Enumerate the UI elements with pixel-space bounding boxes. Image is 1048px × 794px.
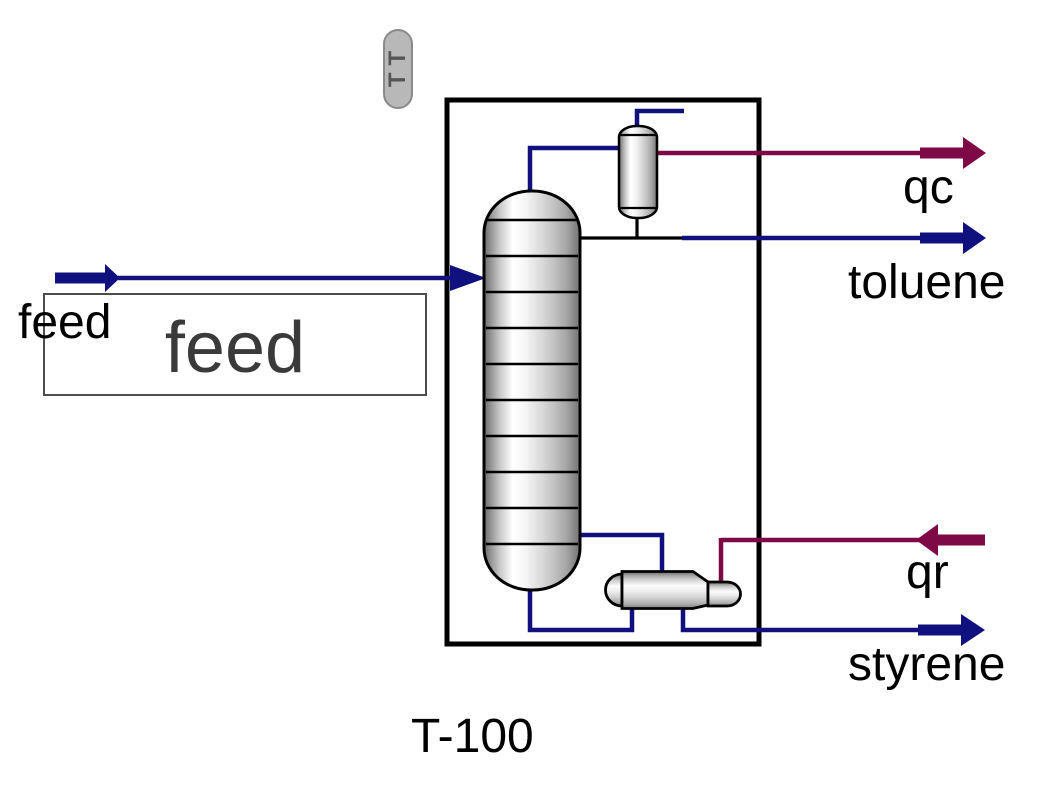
- qc-energy-stream-line[interactable]: [652, 137, 986, 169]
- tt-badge[interactable]: TT: [383, 29, 413, 109]
- styrene-arrowhead: [961, 614, 985, 646]
- reboiler-feed-line[interactable]: [527, 585, 635, 633]
- condenser-vent-line[interactable]: [634, 108, 684, 128]
- qr-arrowhead: [916, 524, 938, 556]
- qc-arrowhead: [963, 137, 986, 169]
- reboiler-nozzle: [706, 580, 742, 608]
- toluene-tail: [920, 232, 965, 244]
- toluene-arrowhead: [963, 222, 986, 254]
- styrene-stream-label[interactable]: styrene: [848, 638, 1006, 691]
- styrene-tail: [918, 624, 963, 636]
- feed-column-arrowhead: [450, 265, 486, 291]
- feed-annotation-text: feed: [164, 308, 306, 388]
- feed-stream-line[interactable]: [55, 264, 486, 292]
- column-subflowsheet-boundary[interactable]: [444, 97, 762, 647]
- reboiler-left-cap: [604, 572, 624, 608]
- qr-tail: [936, 534, 985, 546]
- reboiler-feed-segment: [527, 585, 635, 633]
- distillation-column-icon[interactable]: [482, 189, 582, 592]
- styrene-stream-line[interactable]: [680, 604, 985, 646]
- column-name-label[interactable]: T-100: [411, 710, 534, 763]
- styrene-segment: [680, 604, 920, 633]
- condenser-vent-segment: [634, 108, 684, 128]
- feed-annotation-box[interactable]: feed: [43, 293, 427, 396]
- reboiler-icon[interactable]: [604, 570, 742, 610]
- reboiler-inlet-segment: [578, 532, 665, 574]
- feed-stream-label[interactable]: feed: [18, 296, 112, 349]
- qc-stream-label[interactable]: qc: [903, 161, 954, 214]
- column-shell: [482, 189, 582, 592]
- condenser-icon[interactable]: [617, 124, 659, 220]
- reboiler-body: [620, 570, 710, 610]
- condenser-shell: [617, 124, 659, 220]
- qr-energy-stream-line[interactable]: [718, 524, 985, 585]
- feed-stream-tail: [55, 272, 105, 284]
- qr-stream-label[interactable]: qr: [906, 546, 949, 599]
- toluene-stream-label[interactable]: toluene: [848, 256, 1006, 309]
- overhead-vapour-line[interactable]: [527, 145, 621, 193]
- qc-tail: [920, 147, 965, 159]
- toluene-stream-line[interactable]: [682, 222, 986, 254]
- overhead-vapour-segment: [527, 145, 621, 193]
- feed-arrowhead: [105, 264, 120, 292]
- reboiler-inlet-line[interactable]: [578, 532, 665, 574]
- tt-badge-text: TT: [384, 43, 412, 88]
